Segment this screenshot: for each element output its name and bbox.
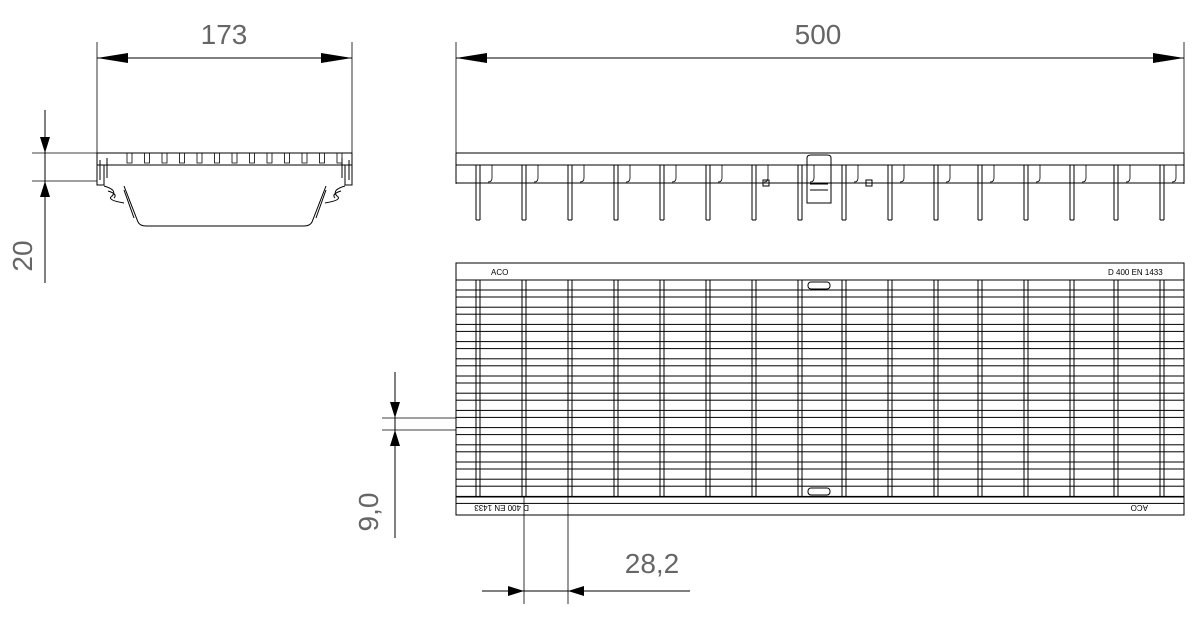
transverse-bar	[455, 358, 1185, 367]
grating-bar-grid	[455, 280, 1185, 504]
section-slot	[319, 153, 325, 164]
section-slot	[231, 153, 238, 164]
section-slot	[336, 153, 343, 164]
section-slot	[214, 153, 220, 164]
grating-plan-view: ACO D 400 EN 1433 ACO D 400 EN 1433	[455, 262, 1185, 516]
bearing-bar-clip	[1081, 165, 1087, 183]
slot-width-dimension: 9,0	[353, 372, 456, 538]
bearing-bar-clip	[1125, 165, 1131, 183]
section-slot	[301, 153, 308, 164]
transverse-bar	[455, 306, 1185, 315]
transverse-bar	[455, 323, 1185, 332]
transverse-bar	[455, 478, 1185, 487]
bearing-bar-clip	[579, 165, 585, 183]
load-class-marking-top: D 400 EN 1433	[1108, 268, 1163, 277]
bearing-bar-clip	[1035, 165, 1041, 183]
bearing-bar-clip	[899, 165, 905, 183]
dimension-500-label: 500	[795, 19, 842, 50]
section-bar-slots	[126, 153, 343, 164]
bearing-bar-clip	[717, 165, 723, 183]
transverse-bar	[455, 392, 1185, 401]
bearing-bar-clip	[487, 165, 493, 183]
load-class-marking-bottom: D 400 EN 1433	[474, 503, 529, 512]
section-slot	[284, 153, 290, 164]
section-slot	[249, 153, 255, 164]
section-slot	[196, 153, 203, 164]
bearing-bar-clip	[1171, 165, 1177, 183]
transverse-bar	[455, 289, 1185, 298]
section-slot	[179, 153, 185, 164]
transverse-bar	[455, 341, 1185, 350]
transverse-bar	[455, 495, 1185, 504]
section-slot	[126, 153, 133, 164]
side-elevation-view: 500	[455, 19, 1185, 221]
transverse-bar	[455, 444, 1185, 453]
bearing-bar-clip	[853, 165, 859, 183]
cross-section-view: 173 20	[7, 19, 353, 283]
dimension-173-label: 173	[201, 19, 248, 50]
dimension-28-2-label: 28,2	[625, 548, 680, 579]
transverse-bar	[455, 427, 1185, 436]
bearing-bar-clip	[625, 165, 631, 183]
bearing-bar-clip	[989, 165, 995, 183]
dimension-9-0-label: 9,0	[353, 493, 384, 532]
bearing-bar-clip	[671, 165, 677, 183]
dimension-20-label: 20	[7, 240, 38, 271]
section-slot	[144, 153, 150, 164]
elevation-bearing-bars	[475, 165, 1177, 221]
transverse-bar	[455, 409, 1185, 418]
section-slot	[266, 153, 273, 164]
transverse-bar	[455, 375, 1185, 384]
bearing-bar-clip	[809, 165, 815, 183]
transverse-bar	[455, 461, 1185, 470]
bar-pitch-dimension: 28,2	[482, 497, 690, 604]
brand-marking-bottom: ACO	[1131, 503, 1148, 512]
brand-marking-top: ACO	[491, 268, 508, 277]
bearing-bar-clip	[945, 165, 951, 183]
section-slot	[161, 153, 168, 164]
bearing-bar-clip	[763, 165, 769, 183]
bearing-bar-clip	[533, 165, 539, 183]
